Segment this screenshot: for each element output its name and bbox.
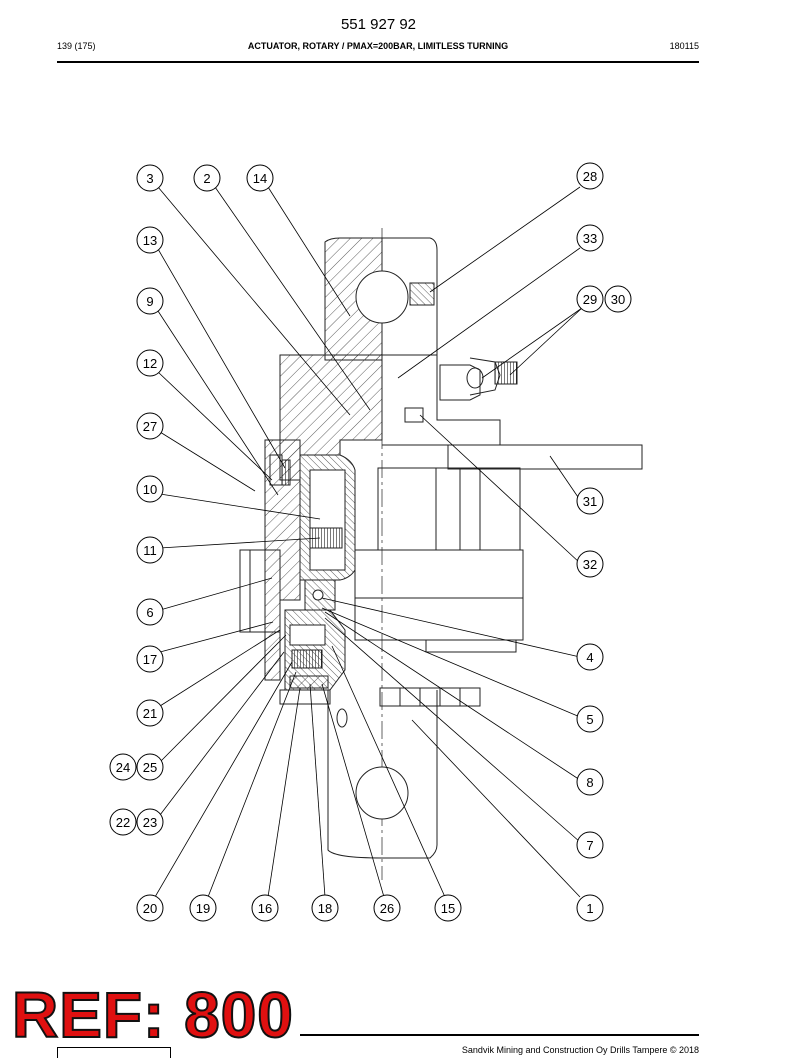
callout-6: 6 [136,598,164,626]
svg-text:24: 24 [116,760,130,775]
svg-text:20: 20 [143,901,157,916]
callout-7: 7 [576,831,604,859]
svg-text:19: 19 [196,901,210,916]
motor-body-lower [354,549,524,641]
svg-text:27: 27 [143,419,157,434]
page-title: ACTUATOR, ROTARY / PMAX=200BAR, LIMITLES… [247,41,509,51]
leader-lines [154,186,583,898]
callout-30: 30 [604,285,632,313]
svg-text:17: 17 [143,652,157,667]
callout-4: 4 [576,643,604,671]
callout-11: 11 [136,536,164,564]
rotor-head-outline [382,237,438,356]
callout-9: 9 [136,287,164,315]
svg-text:13: 13 [143,233,157,248]
callout-23: 23 [136,808,164,836]
callout-25: 25 [136,753,164,781]
arm-31 [447,444,643,470]
bolt-11 [309,527,343,549]
reference-stamp: REF: 800 [11,979,294,1051]
svg-text:15: 15 [441,901,455,916]
callout-27: 27 [136,412,164,440]
callout-8: 8 [576,768,604,796]
svg-text:1: 1 [586,901,593,916]
svg-text:29: 29 [583,292,597,307]
page-number: 139 (175) [57,41,96,51]
svg-text:5: 5 [586,712,593,727]
page-header: 139 (175) ACTUATOR, ROTARY / PMAX=200BAR… [57,41,699,55]
callout-16: 16 [251,894,279,922]
callout-3: 3 [136,164,164,192]
svg-text:7: 7 [586,838,593,853]
screw-32 [404,407,424,423]
lower-collar [279,689,331,705]
callout-19: 19 [189,894,217,922]
callout-balloons: 3 2 14 28 13 33 9 29 30 12 27 10 31 11 3… [109,162,632,922]
callout-28: 28 [576,162,604,190]
nut-row [379,687,481,707]
svg-text:8: 8 [586,775,593,790]
svg-text:25: 25 [143,760,157,775]
header-divider [57,61,699,63]
svg-text:9: 9 [146,294,153,309]
callout-12: 12 [136,349,164,377]
svg-text:31: 31 [583,494,597,509]
part-geometry [239,228,643,880]
svg-text:3: 3 [146,171,153,186]
callout-18: 18 [311,894,339,922]
document-number: 551 927 92 [340,16,417,33]
callout-17: 17 [136,645,164,673]
cap-cavity [309,469,346,571]
svg-text:23: 23 [143,815,157,830]
svg-text:12: 12 [143,356,157,371]
lower-bore [355,766,409,820]
callout-21: 21 [136,699,164,727]
plug-28 [409,282,435,306]
lower-shaft-1 [327,690,438,859]
shaft-bore [355,270,409,324]
callout-15: 15 [434,894,462,922]
footer-copyright: Sandvik Mining and Construction Oy Drill… [461,1045,699,1055]
footer-divider [300,1034,699,1036]
callout-13: 13 [136,226,164,254]
callout-31: 31 [576,487,604,515]
date-code: 180115 [669,41,699,51]
seal-pack [291,649,323,669]
callout-10: 10 [136,475,164,503]
motor-body-upper [377,467,521,551]
callout-20: 20 [136,894,164,922]
svg-text:18: 18 [318,901,332,916]
svg-text:4: 4 [586,650,593,665]
svg-text:26: 26 [380,901,394,916]
callout-14: 14 [246,164,274,192]
callout-2: 2 [193,164,221,192]
svg-text:30: 30 [611,292,625,307]
svg-text:11: 11 [143,543,157,558]
fitting-thread [494,361,518,385]
callout-24: 24 [109,753,137,781]
svg-text:33: 33 [583,231,597,246]
svg-text:22: 22 [116,815,130,830]
svg-text:28: 28 [583,169,597,184]
spindle-6-section [264,439,301,681]
callout-29: 29 [576,285,604,313]
svg-text:16: 16 [258,901,272,916]
lower-hole [336,708,348,728]
callout-32: 32 [576,550,604,578]
callout-22: 22 [109,808,137,836]
bolt-heads [425,639,517,653]
callout-5: 5 [576,705,604,733]
svg-text:32: 32 [583,557,597,572]
callout-33: 33 [576,224,604,252]
callout-26: 26 [373,894,401,922]
svg-text:2: 2 [203,171,210,186]
fitting-body [439,364,481,401]
callout-1: 1 [576,894,604,922]
svg-text:6: 6 [146,605,153,620]
svg-text:14: 14 [253,171,267,186]
fitting-port [466,367,484,389]
svg-text:10: 10 [143,482,157,497]
svg-text:21: 21 [143,706,157,721]
